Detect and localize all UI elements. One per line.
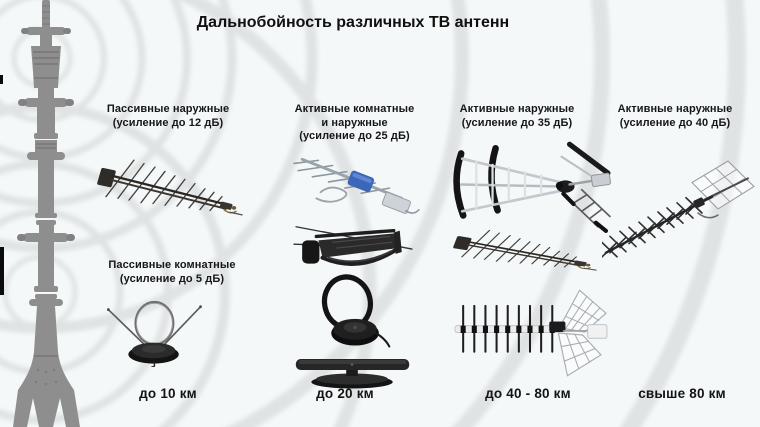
- column-1-header: Пассивные наружные (усиление до 12 дБ): [88, 103, 248, 130]
- column-1-subheader: Пассивные комнатные (усиление до 5 дБ): [87, 259, 257, 286]
- round-base-loop-antenna-icon: [298, 274, 414, 356]
- log-periodic-antenna-icon: [452, 229, 598, 272]
- edge-artifact: [0, 247, 4, 295]
- header-line: (усиление до 12 дБ): [112, 116, 224, 129]
- header-line: Пассивные комнатные: [108, 259, 236, 271]
- header-line: Активные наружные: [459, 103, 575, 115]
- header-line: и наружные: [321, 116, 388, 129]
- column-2-header: Активные комнатные и наружные (усиление …: [282, 103, 427, 144]
- header-line: Активные комнатные: [294, 103, 415, 115]
- column-4-header: Активные наружные (усиление до 40 дБ): [595, 103, 755, 130]
- rabbit-ears-loop-antenna-icon: [106, 300, 203, 367]
- bar-indoor-antenna-icon: [295, 359, 410, 389]
- header-line: (усиление до 35 дБ): [461, 116, 573, 129]
- edge-artifact: [0, 75, 3, 84]
- column-3-header: Активные наружные (усиление до 35 дБ): [437, 103, 597, 130]
- log-periodic-antenna-icon: [96, 158, 244, 217]
- header-line: Пассивные наружные: [106, 103, 230, 115]
- amplified-yagi-antenna-icon: [292, 157, 421, 216]
- header-line: (усиление до 40 дБ): [619, 116, 731, 129]
- mesh-reflector-yagi-antenna-icon: [454, 289, 609, 377]
- page-title: Дальнобойность различных ТВ антенн: [196, 14, 510, 31]
- header-line: (усиление до 5 дБ): [119, 272, 225, 285]
- header-line: (усиление до 25 дБ): [299, 130, 410, 142]
- range-label: до 40 - 80 км: [485, 386, 571, 401]
- corner-reflector-yagi-antenna-icon: [448, 136, 612, 234]
- range-label: до 10 км: [139, 386, 197, 401]
- long-yagi-mesh-antenna-icon: [602, 159, 756, 260]
- range-label: свыше 80 км: [638, 386, 726, 401]
- range-label: до 20 км: [316, 386, 374, 401]
- tv-broadcast-tower-icon: [13, 0, 80, 427]
- header-line: Активные наружные: [617, 103, 733, 115]
